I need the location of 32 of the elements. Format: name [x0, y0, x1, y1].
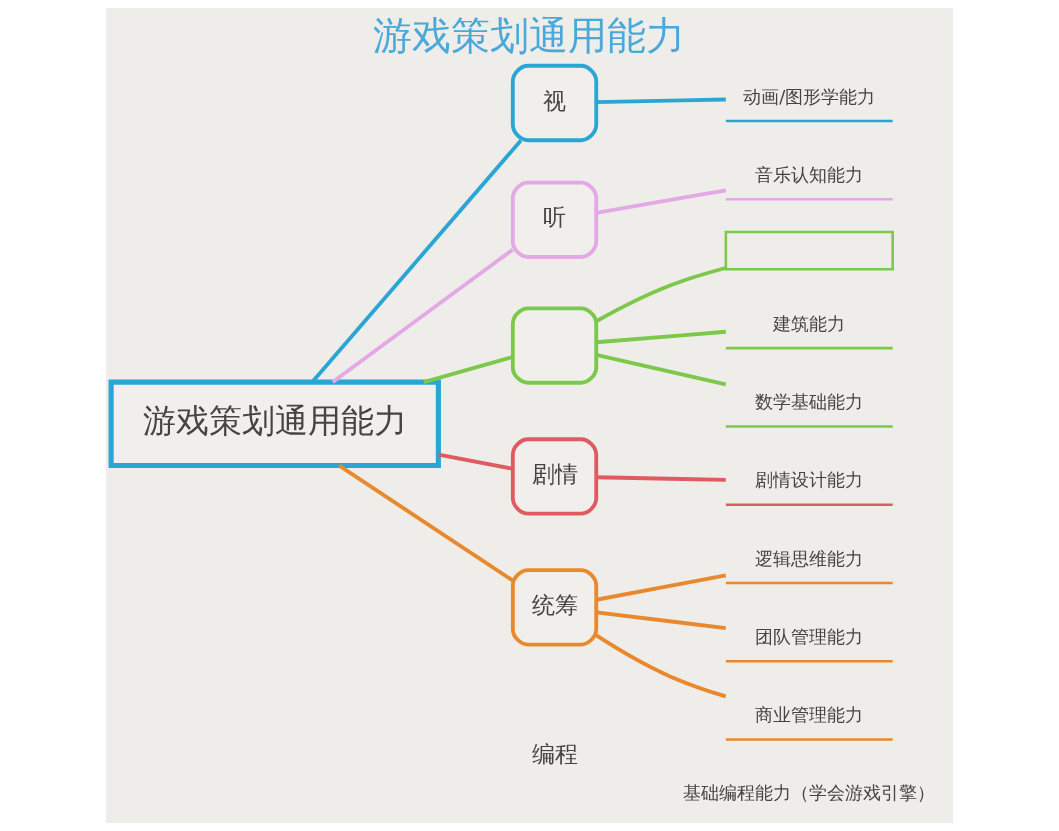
node-text: 建筑能力 — [773, 312, 846, 334]
connector — [595, 266, 727, 323]
connector — [596, 97, 726, 105]
node-text: 团队管理能力 — [755, 625, 864, 647]
node-box — [510, 306, 599, 385]
node-box — [724, 230, 894, 271]
connector — [423, 355, 514, 384]
connector — [438, 452, 513, 471]
connector — [596, 475, 726, 482]
connector — [310, 139, 523, 384]
node-box: 游戏策划通用能力 — [108, 379, 441, 469]
connector — [338, 464, 514, 583]
connector — [596, 610, 726, 631]
node-box: 统筹 — [510, 568, 599, 647]
node-text: 剧情设计能力 — [755, 469, 864, 491]
connector — [595, 573, 727, 602]
connector — [596, 188, 727, 215]
node-text: 音乐认知能力 — [755, 163, 864, 185]
node-text: 动画/图形学能力 — [743, 85, 876, 107]
node-box: 听 — [510, 180, 599, 259]
node-text: 数学基础能力 — [755, 391, 864, 413]
node-box: 视 — [510, 63, 599, 143]
connector — [596, 329, 726, 345]
node-text: 编程 — [531, 740, 578, 767]
connector — [331, 248, 514, 384]
node-text: 商业管理能力 — [755, 704, 864, 726]
connector — [595, 633, 727, 699]
diagram-title: 游戏策划通用能力 — [373, 13, 686, 59]
connector — [595, 352, 727, 387]
node-box: 剧情 — [510, 437, 599, 516]
node-text: 基础编程能力（学会游戏引擎） — [683, 782, 936, 804]
node-text: 逻辑思维能力 — [755, 547, 864, 569]
